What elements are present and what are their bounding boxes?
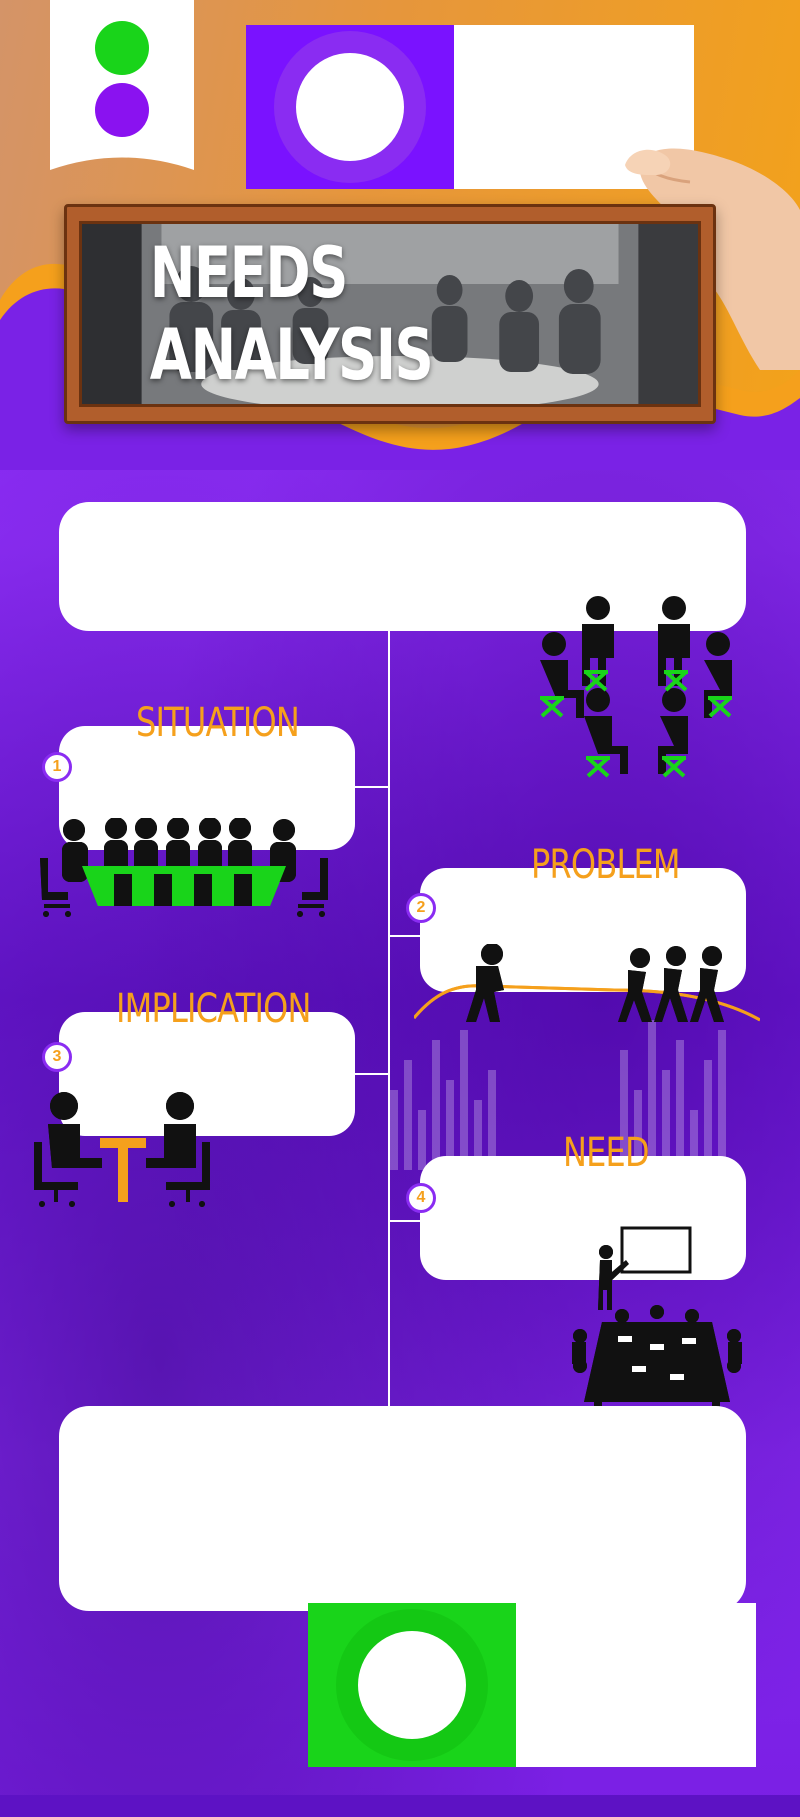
meeting-table-overlay bbox=[40, 818, 328, 917]
step-label-need: NEED bbox=[563, 1130, 650, 1176]
intro-text-panel bbox=[59, 502, 746, 631]
page-title: NEEDS ANALYSIS bbox=[149, 232, 434, 396]
timeline-spine bbox=[388, 631, 390, 1406]
timeline-connector-2 bbox=[390, 935, 420, 937]
timeline-connector-4 bbox=[390, 1220, 420, 1222]
step-card-implication bbox=[59, 1012, 355, 1136]
bottom-strip bbox=[0, 1795, 800, 1817]
timeline-connector-3 bbox=[355, 1073, 389, 1075]
tug-of-war-overlay bbox=[414, 944, 760, 1022]
group-circle-icon bbox=[540, 596, 732, 778]
step-number-2: 2 bbox=[406, 893, 436, 923]
timeline-connector-1 bbox=[355, 786, 389, 788]
step-label-situation: SITUATION bbox=[136, 700, 300, 746]
step-label-implication: IMPLICATION bbox=[116, 986, 311, 1032]
conclusion-text-panel bbox=[59, 1406, 746, 1611]
meeting-photo bbox=[82, 224, 698, 404]
decorative-card-bottom bbox=[308, 1603, 756, 1767]
hand-graphic bbox=[625, 148, 800, 370]
step-card-problem bbox=[420, 868, 746, 992]
interview-overlay bbox=[34, 1092, 210, 1207]
step-card-need bbox=[420, 1156, 746, 1280]
step-label-problem: PROBLEM bbox=[531, 842, 681, 888]
bookmark-tab-icon bbox=[50, 0, 194, 170]
step-number-3: 3 bbox=[42, 1042, 72, 1072]
title-photo-panel: NEEDS ANALYSIS bbox=[79, 221, 701, 407]
step-number-4: 4 bbox=[406, 1183, 436, 1213]
title-frame: NEEDS ANALYSIS bbox=[64, 204, 716, 424]
background-chart-graphic bbox=[390, 1020, 726, 1170]
presentation-overlay bbox=[572, 1226, 742, 1414]
step-number-1: 1 bbox=[42, 752, 72, 782]
